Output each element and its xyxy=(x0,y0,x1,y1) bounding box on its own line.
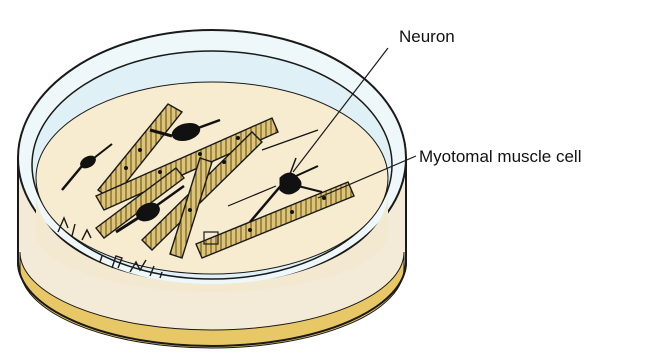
neuron-label: Neuron xyxy=(399,27,455,46)
muscle-cell-label: Myotomal muscle cell xyxy=(419,147,582,166)
